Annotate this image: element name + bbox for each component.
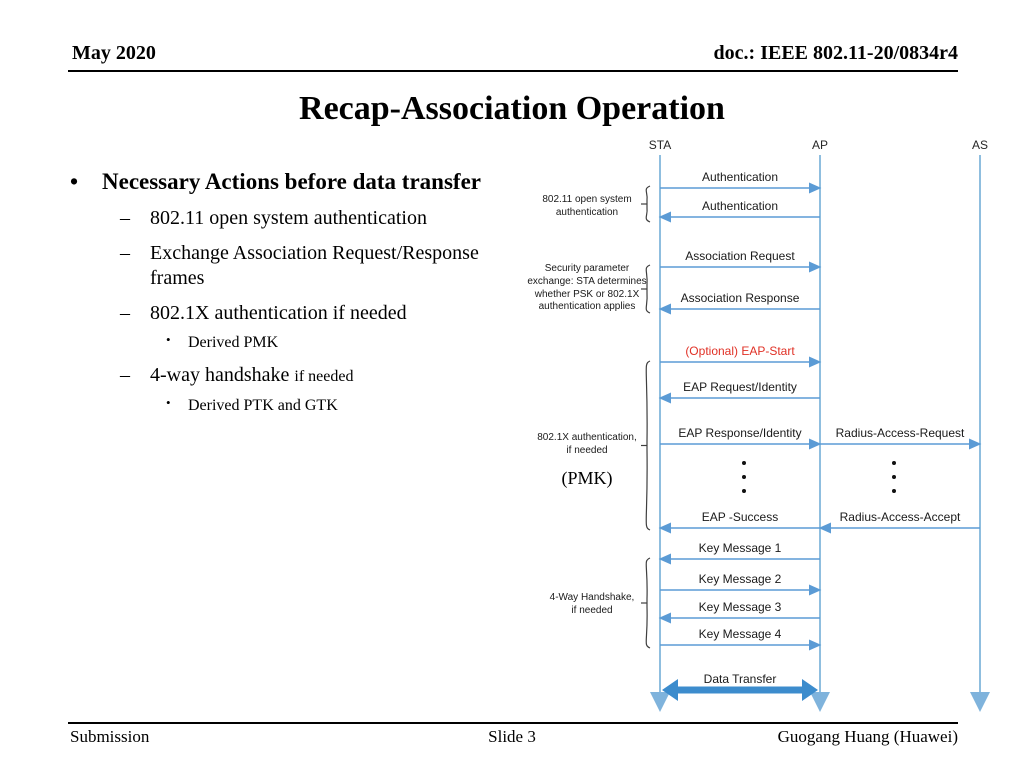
- header-date: May 2020: [72, 42, 156, 64]
- bullet-item-3-text: 802.1X authentication if needed: [150, 301, 407, 324]
- dash-marker: –: [120, 301, 130, 324]
- ellipsis-dot-1: [742, 475, 746, 479]
- bullet-list: • Necessary Actions before data transfer…: [62, 168, 512, 417]
- message-9-label: EAP -Success: [698, 510, 782, 524]
- side-note-line: 802.11 open system: [542, 194, 632, 205]
- footer-divider: [68, 722, 958, 724]
- side-note-line: authentication applies: [538, 301, 636, 313]
- ellipsis-dot-1: [742, 461, 746, 465]
- ellipsis-dots: [742, 461, 896, 493]
- message-15-label: Data Transfer: [700, 672, 780, 686]
- footer-submission: Submission: [70, 727, 150, 746]
- side-note-3: 802.1X authentication,if needed: [537, 432, 637, 458]
- message-7-label: EAP Response/Identity: [675, 426, 805, 440]
- side-note-4: 4-Way Handshake,if needed: [550, 592, 635, 618]
- bullet-item-4: – 4-way handshake if needed: [62, 363, 512, 389]
- side-note-line: authentication: [555, 206, 619, 218]
- ellipsis-dot-1: [742, 489, 746, 493]
- bullet-marker: •: [166, 394, 171, 410]
- bullet-item-4-tail: if needed: [294, 368, 354, 386]
- side-note-line: 4-Way Handshake,: [549, 592, 635, 603]
- dash-marker: –: [120, 364, 130, 387]
- side-note-line: 802.1X authentication,: [537, 432, 637, 443]
- dash-marker: –: [120, 241, 130, 264]
- brace-3: [645, 360, 651, 531]
- bullet-subitem-1: • Derived PMK: [62, 332, 512, 354]
- message-6-label: EAP Request/Identity: [680, 380, 800, 394]
- bullet-item-1-text: 802.11 open system authentication: [150, 206, 427, 229]
- message-13-label: Key Message 3: [695, 600, 785, 614]
- footer-author: Guogang Huang (Huawei): [777, 727, 958, 746]
- bullet-item-1: – 802.11 open system authentication: [62, 206, 512, 232]
- bullet-subitem-1-text: Derived PMK: [188, 334, 279, 352]
- message-4-label: Association Response: [677, 291, 803, 305]
- message-10-label: Radius-Access-Accept: [836, 510, 964, 524]
- brace-4: [645, 557, 651, 649]
- side-note-line: exchange: STA determines: [527, 275, 647, 287]
- side-note-line: if needed: [566, 444, 608, 456]
- message-arrows: [658, 182, 982, 701]
- bullet-level1-text: Necessary Actions before data transfer: [102, 169, 481, 194]
- grouping-braces: [641, 185, 651, 649]
- message-3-label: Association Request: [682, 249, 798, 263]
- actor-label-as: AS: [971, 138, 989, 152]
- ellipsis-dot-2: [892, 489, 896, 493]
- bullet-marker: •: [70, 169, 79, 194]
- bullet-item-2-text: Exchange Association Request/Response fr…: [150, 241, 479, 290]
- bullet-item-2: – Exchange Association Request/Response …: [62, 241, 512, 292]
- bullet-subitem-2: • Derived PTK and GTK: [62, 394, 512, 417]
- message-2-label: Authentication: [698, 199, 782, 213]
- ellipsis-dot-2: [892, 461, 896, 465]
- dash-marker: –: [120, 206, 130, 229]
- bullet-marker: •: [166, 332, 171, 348]
- header-doc-id: doc.: IEEE 802.11-20/0834r4: [713, 42, 958, 64]
- actor-label-sta: STA: [648, 138, 672, 152]
- header-divider: [68, 70, 958, 72]
- message-12-label: Key Message 2: [695, 572, 785, 586]
- side-note-line: Security parameter: [544, 263, 630, 274]
- brace-2: [645, 264, 651, 314]
- brace-1: [645, 185, 651, 223]
- footer-slide-number: Slide 3: [488, 727, 536, 746]
- message-14-label: Key Message 4: [695, 627, 785, 641]
- side-note-line: whether PSK or 802.1X: [534, 288, 640, 300]
- message-1-label: Authentication: [698, 170, 782, 184]
- bullet-item-3: – 802.1X authentication if needed: [62, 301, 512, 327]
- bullet-level1: • Necessary Actions before data transfer: [62, 168, 512, 197]
- bullet-item-4-text: 4-way handshake: [150, 364, 295, 387]
- page-title: Recap-Association Operation: [299, 90, 725, 127]
- message-8-label: Radius-Access-Request: [832, 426, 968, 440]
- message-11-label: Key Message 1: [695, 541, 785, 555]
- message-5-label: (Optional) EAP-Start: [682, 344, 798, 358]
- side-note-line: if needed: [571, 604, 613, 616]
- bullet-subitem-2-text: Derived PTK and GTK: [188, 396, 338, 414]
- actor-label-ap: AP: [811, 138, 829, 152]
- ellipsis-dot-2: [892, 475, 896, 479]
- pmk-note: (PMK): [561, 468, 613, 488]
